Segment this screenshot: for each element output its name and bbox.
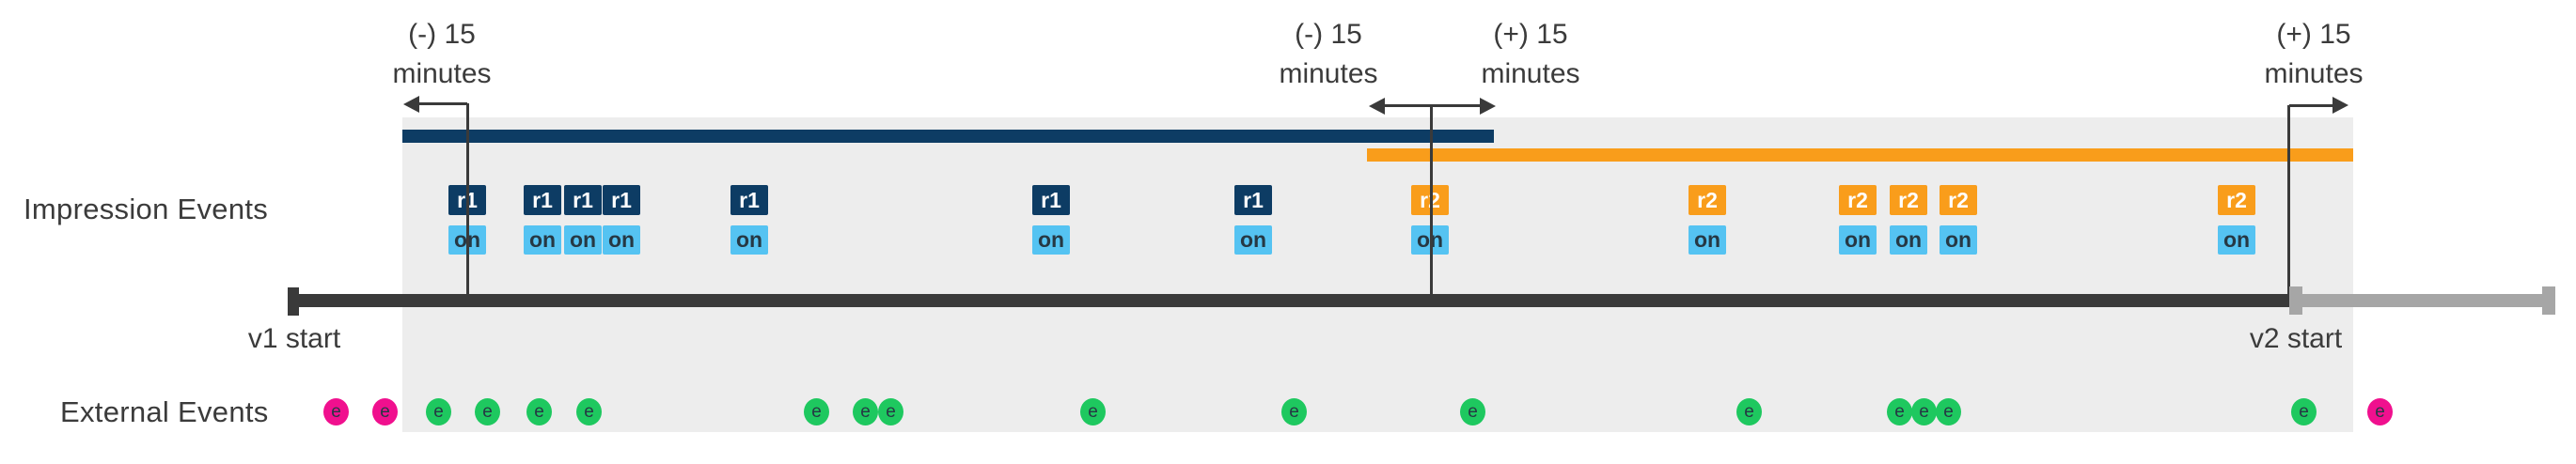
annotation-text-line1: (-) 15: [408, 19, 476, 50]
impression-event-r2: r2: [2218, 185, 2255, 215]
v2-timeline-bar: [2291, 294, 2543, 307]
annotation-text-line2: minutes: [2264, 58, 2364, 89]
annotation-post-v1-end: (+) 15 minutes: [1427, 15, 1634, 94]
annotation-pre-v1-window: (-) 15 minutes: [338, 15, 545, 94]
impression-event-r1: r1: [1234, 185, 1272, 215]
v1-minus15-marker-line: [466, 103, 469, 294]
impression-event-r1: r1: [564, 185, 602, 215]
external-event-green: e: [878, 398, 903, 425]
recording-window-panel: [402, 117, 2353, 432]
timeline-end-tick: [2542, 286, 2555, 315]
v1-end-marker-line: [1430, 105, 1433, 294]
center-left-arrowhead-icon: [1369, 98, 1385, 115]
impression-event-r1: r1: [603, 185, 640, 215]
external-event-pink: e: [372, 398, 398, 425]
external-event-green: e: [1887, 398, 1912, 425]
external-event-green: e: [1911, 398, 1937, 425]
impression-event-r2: r2: [1839, 185, 1877, 215]
external-event-green: e: [853, 398, 878, 425]
center-arrow-shaft: [1382, 104, 1482, 107]
external-event-green: e: [475, 398, 500, 425]
external-event-green: e: [526, 398, 552, 425]
left-arrowhead-icon: [403, 96, 419, 113]
impression-state-on: on: [730, 225, 768, 255]
external-event-green: e: [576, 398, 602, 425]
annotation-post-v2-start: (+) 15 minutes: [2210, 15, 2417, 94]
left-arrow-shaft: [417, 102, 467, 105]
impression-event-r2: r2: [1890, 185, 1927, 215]
impression-state-on: on: [1940, 225, 1977, 255]
impression-state-on: on: [1234, 225, 1272, 255]
impression-events-row-label: Impression Events: [24, 193, 269, 225]
external-event-green: e: [1281, 398, 1307, 425]
right-arrowhead-icon: [2333, 97, 2348, 114]
impression-state-on: on: [564, 225, 602, 255]
impression-event-r1: r1: [524, 185, 561, 215]
v2-start-marker-line: [2287, 105, 2290, 294]
external-event-green: e: [2291, 398, 2317, 425]
external-event-green: e: [1460, 398, 1485, 425]
impression-event-r1: r1: [730, 185, 768, 215]
impression-event-r1: r1: [1032, 185, 1070, 215]
v1-timeline-bar: [292, 294, 2291, 307]
v2-recording-window: [1367, 148, 2353, 162]
impression-event-r2: r2: [1940, 185, 1977, 215]
annotation-text-line2: minutes: [392, 58, 492, 89]
impression-state-on: on: [2218, 225, 2255, 255]
impression-state-on: on: [603, 225, 640, 255]
external-events-row-label: External Events: [60, 395, 269, 428]
external-event-green: e: [1936, 398, 1961, 425]
annotation-text-line2: minutes: [1481, 58, 1580, 89]
annotation-text-line1: (+) 15: [1493, 19, 1568, 50]
external-event-green: e: [426, 398, 451, 425]
v1-start-label: v1 start: [247, 323, 341, 354]
center-right-arrowhead-icon: [1480, 98, 1496, 115]
external-event-pink: e: [323, 398, 349, 425]
annotation-text-line1: (+) 15: [2276, 19, 2351, 50]
external-event-green: e: [1736, 398, 1762, 425]
impression-state-on: on: [1839, 225, 1877, 255]
annotation-text-line1: (-) 15: [1295, 19, 1362, 50]
external-event-pink: e: [2367, 398, 2393, 425]
v2-start-label: v2 start: [2249, 323, 2343, 354]
impression-state-on: on: [524, 225, 561, 255]
annotation-pre-v1-end: (-) 15 minutes: [1225, 15, 1432, 94]
impression-state-on: on: [1890, 225, 1927, 255]
impression-state-on: on: [1689, 225, 1726, 255]
right-arrow-shaft: [2289, 104, 2335, 107]
impression-event-r2: r2: [1689, 185, 1726, 215]
v2-start-tick: [2289, 286, 2302, 315]
external-event-green: e: [1080, 398, 1106, 425]
v1-recording-window: [402, 130, 1494, 143]
external-event-green: e: [804, 398, 829, 425]
annotation-text-line2: minutes: [1279, 58, 1378, 89]
impression-state-on: on: [1032, 225, 1070, 255]
